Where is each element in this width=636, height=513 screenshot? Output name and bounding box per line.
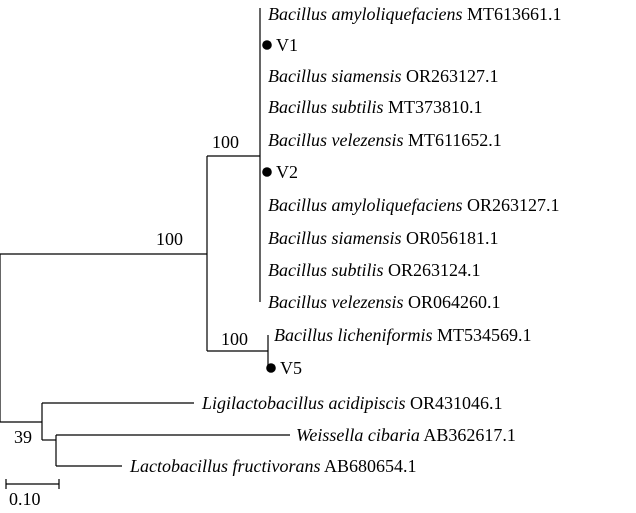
sample-marker-dot (262, 40, 272, 50)
leaf-label: Bacillus velezensis OR064260.1 (268, 292, 500, 312)
species-name: Bacillus amyloliquefaciens (268, 4, 462, 24)
leaf-label: Bacillus licheniformis MT534569.1 (274, 325, 531, 345)
bootstrap-label-licheniformis: 100 (221, 329, 248, 349)
accession-number: OR263124.1 (388, 260, 481, 280)
accession-number: OR263127.1 (406, 66, 499, 86)
accession-number: OR263127.1 (467, 195, 560, 215)
leaf-label: Lactobacillus fructivorans AB680654.1 (129, 456, 417, 476)
leaf-l7: Bacillus amyloliquefaciens OR263127.1 (268, 195, 559, 215)
leaf-l15: Lactobacillus fructivorans AB680654.1 (129, 456, 417, 476)
leaf-label: Ligilactobacillus acidipiscis OR431046.1 (201, 393, 503, 413)
species-name: Bacillus velezensis (268, 292, 403, 312)
leaf-l2: V1 (262, 35, 298, 55)
sample-marker-dot (262, 167, 272, 177)
leaf-label: Bacillus siamensis OR263127.1 (268, 66, 499, 86)
accession-number: MT611652.1 (408, 130, 502, 150)
species-name: Bacillus licheniformis (274, 325, 432, 345)
accession-number: AB680654.1 (324, 456, 417, 476)
leaf-l3: Bacillus siamensis OR263127.1 (268, 66, 499, 86)
leaf-label: Bacillus amyloliquefaciens MT613661.1 (268, 4, 561, 24)
species-name: Weissella cibaria (296, 425, 420, 445)
leaf-label: Bacillus subtilis OR263124.1 (268, 260, 481, 280)
leaf-label: Bacillus subtilis MT373810.1 (268, 97, 483, 117)
leaf-l11: Bacillus licheniformis MT534569.1 (274, 325, 531, 345)
leaf-l12: V5 (266, 358, 302, 378)
species-name: Bacillus velezensis (268, 130, 403, 150)
accession-number: OR431046.1 (410, 393, 503, 413)
leaf-l10: Bacillus velezensis OR064260.1 (268, 292, 500, 312)
accession-number: V5 (280, 358, 302, 378)
leaf-label: V1 (276, 35, 298, 55)
accession-number: V1 (276, 35, 298, 55)
leaf-l8: Bacillus siamensis OR056181.1 (268, 228, 499, 248)
leaf-l4: Bacillus subtilis MT373810.1 (268, 97, 483, 117)
species-name: Bacillus subtilis (268, 260, 384, 280)
bootstrap-label-bacillus-clade: 100 (156, 229, 183, 249)
leaf-label: V2 (276, 162, 298, 182)
species-name: Lactobacillus fructivorans (129, 456, 321, 476)
accession-number: OR064260.1 (408, 292, 501, 312)
leaf-l14: Weissella cibaria AB362617.1 (296, 425, 516, 445)
bootstrap-label-bacillus-group: 100 (212, 132, 239, 152)
leaf-l6: V2 (262, 162, 298, 182)
species-name: Bacillus amyloliquefaciens (268, 195, 462, 215)
species-name: Bacillus siamensis (268, 228, 402, 248)
accession-number: MT613661.1 (467, 4, 562, 24)
accession-number: MT373810.1 (388, 97, 483, 117)
species-name: Ligilactobacillus acidipiscis (201, 393, 406, 413)
accession-number: V2 (276, 162, 298, 182)
accession-number: MT534569.1 (437, 325, 532, 345)
scale-bar-label: 0.10 (9, 489, 41, 509)
leaf-label: V5 (280, 358, 302, 378)
leaf-l9: Bacillus subtilis OR263124.1 (268, 260, 481, 280)
bootstrap-label-lactic-group: 39 (14, 427, 32, 447)
leaf-l13: Ligilactobacillus acidipiscis OR431046.1 (201, 393, 503, 413)
accession-number: AB362617.1 (423, 425, 516, 445)
leaf-label: Bacillus velezensis MT611652.1 (268, 130, 502, 150)
tree-branches (0, 8, 290, 467)
leaf-l5: Bacillus velezensis MT611652.1 (268, 130, 502, 150)
sample-marker-dot (266, 363, 276, 373)
leaf-l1: Bacillus amyloliquefaciens MT613661.1 (268, 4, 561, 24)
accession-number: OR056181.1 (406, 228, 499, 248)
leaf-label: Bacillus amyloliquefaciens OR263127.1 (268, 195, 559, 215)
leaf-label: Bacillus siamensis OR056181.1 (268, 228, 499, 248)
leaf-label: Weissella cibaria AB362617.1 (296, 425, 516, 445)
species-name: Bacillus siamensis (268, 66, 402, 86)
species-name: Bacillus subtilis (268, 97, 384, 117)
leaf-labels: Bacillus amyloliquefaciens MT613661.1V1B… (129, 4, 561, 476)
